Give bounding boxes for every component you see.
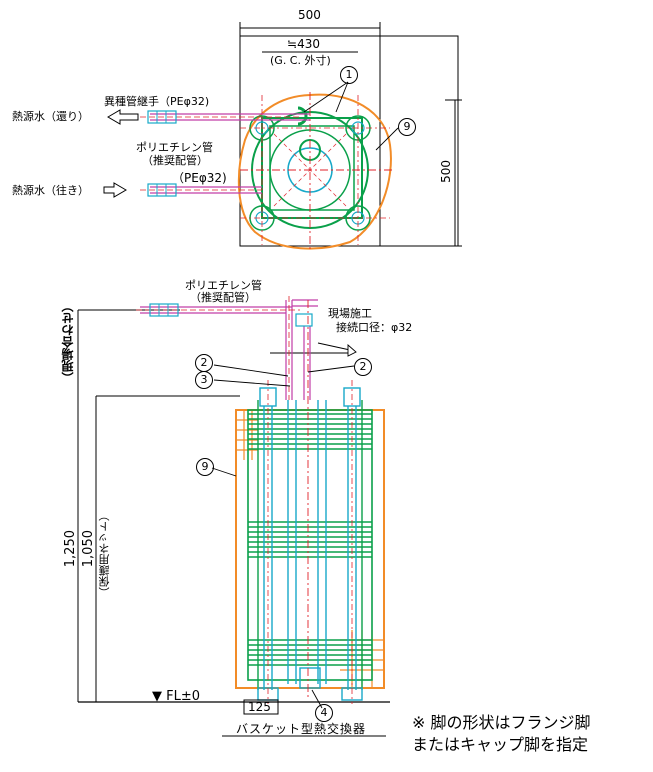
site-adjust-label: （現場合わせ） <box>61 300 75 384</box>
callout-9-side: 9 <box>196 458 214 476</box>
poly-pipe-label-1: ポリエチレン管 <box>136 141 213 154</box>
side-poly-label-1: ポリエチレン管 <box>185 279 262 292</box>
leg-note-line-2: またはキャップ脚を指定 <box>412 734 589 754</box>
dim-height-label: 500 <box>439 160 453 183</box>
callout-9-top: 9 <box>398 118 416 136</box>
pe-size-label: （PEφ32) <box>172 171 227 185</box>
top-view <box>103 22 462 250</box>
floor-level-label: ▼ FL±0 <box>152 689 201 704</box>
callout-2-right: 2 <box>354 358 372 376</box>
callout-2-left: 2 <box>195 354 213 372</box>
leg-note-line-1: ※ 脚の形状はフランジ脚 <box>412 713 591 732</box>
dim-1050-label: 1,050 <box>81 530 96 568</box>
callout-4: 4 <box>315 704 333 722</box>
connection-size-label: 接続口径：φ32 <box>336 321 413 334</box>
dim-1050-note: （保護用ネット） <box>98 510 111 598</box>
dim-1250-label: 1,250 <box>63 530 78 568</box>
dim-gc-note: (G. C. 外寸) <box>270 54 331 67</box>
poly-pipe-label-2: （推奨配管） <box>142 154 208 167</box>
dim-gc-label: ≒430 <box>287 37 320 51</box>
side-view <box>77 296 390 737</box>
dim-125-label: 125 <box>248 700 271 714</box>
site-construction-label: 現場施工 <box>328 307 372 320</box>
leg-note: ※ 脚の形状はフランジ脚 またはキャップ脚を指定 <box>412 712 591 755</box>
callout-1: 1 <box>340 66 358 84</box>
pipe-out-label: 熱源水（還り） <box>12 110 89 123</box>
reducer-label: 異種管継手（PEφ32) <box>104 95 210 108</box>
callout-3: 3 <box>195 371 213 389</box>
side-poly-label-2: （推奨配管） <box>190 291 256 304</box>
dim-width-label: 500 <box>298 8 321 22</box>
drawing-title: バスケット型熱交換器 <box>236 722 367 736</box>
pipe-in-label: 熱源水（往き） <box>12 184 89 197</box>
